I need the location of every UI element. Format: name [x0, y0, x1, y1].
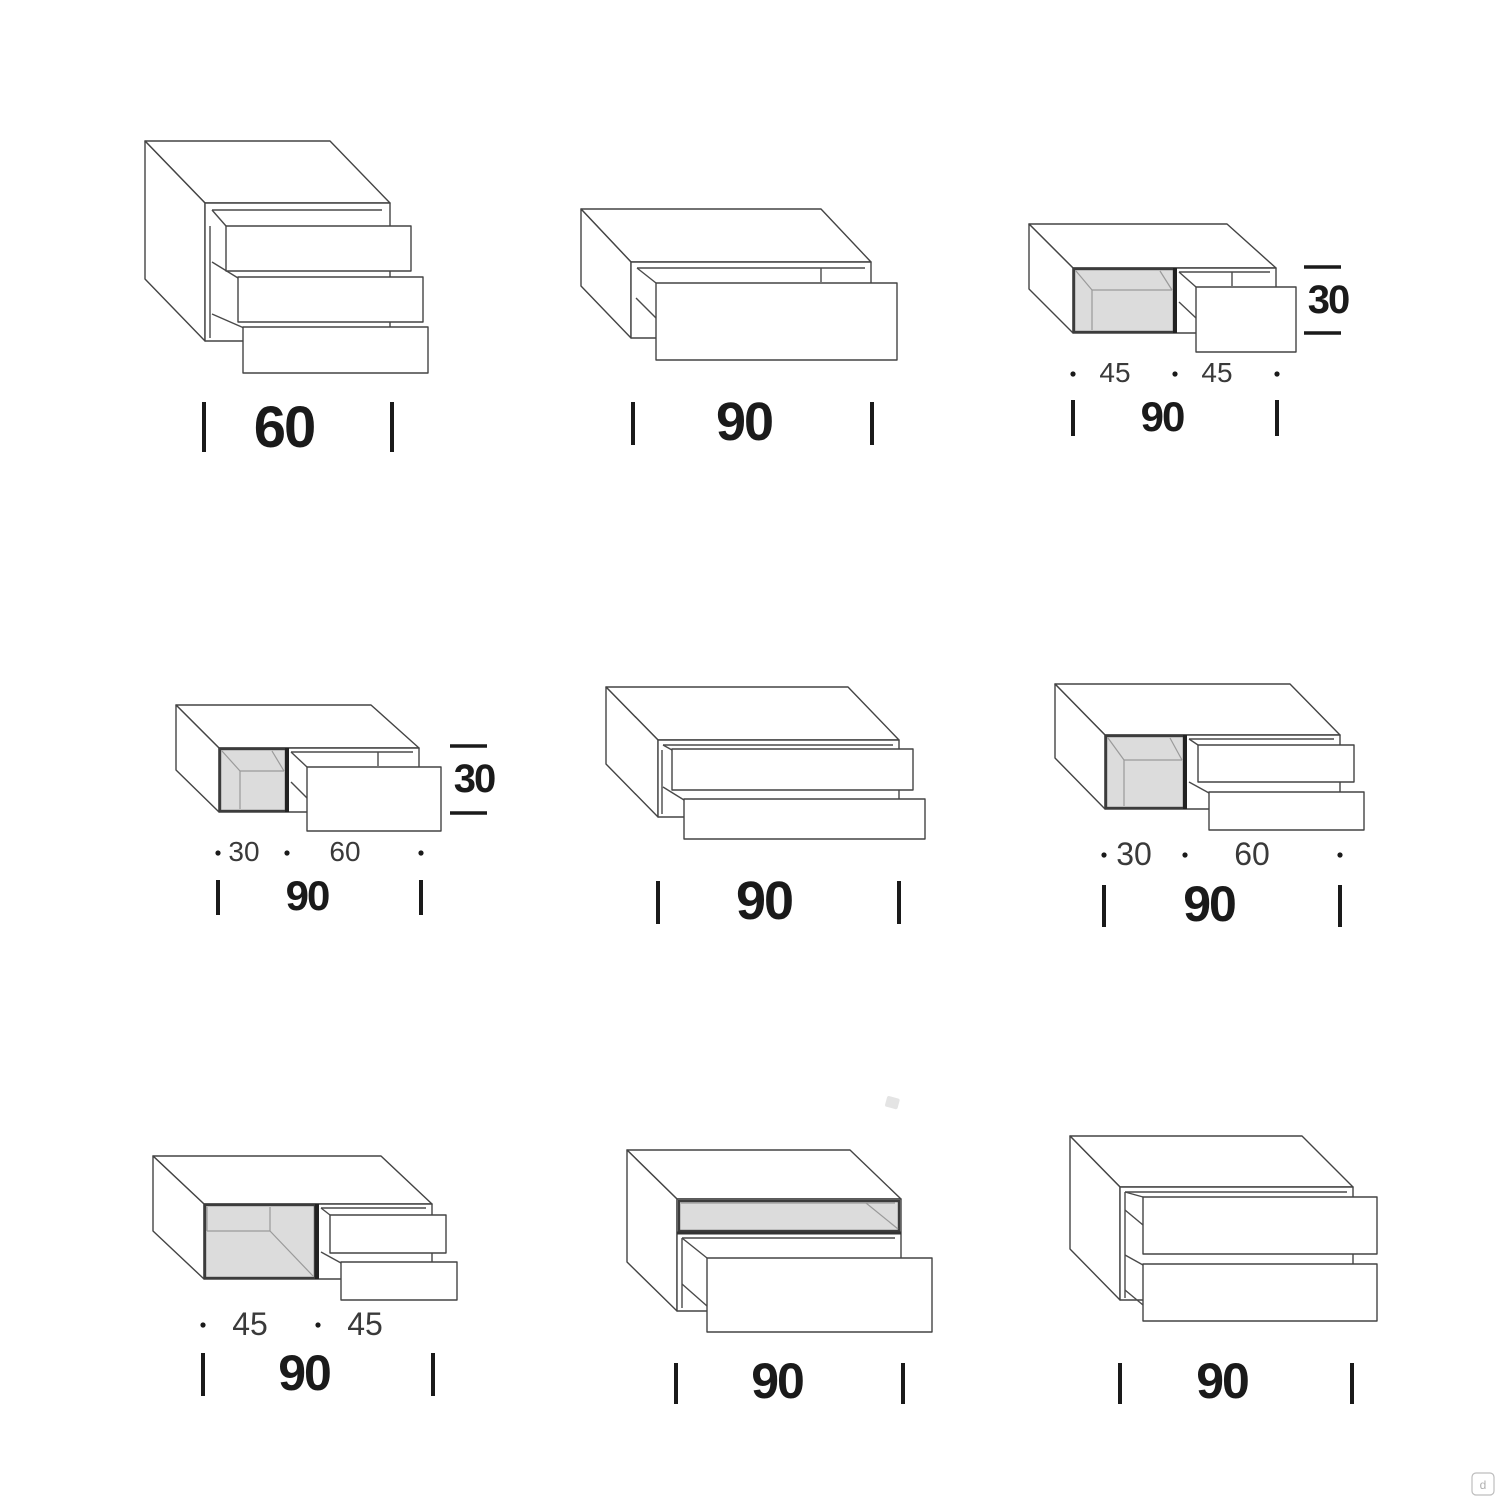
unit-8-drawing: [626, 1149, 933, 1333]
unit-9-dimensions: 90: [1118, 1353, 1354, 1409]
division-dot: [215, 850, 221, 856]
unit-2-drawing: [580, 208, 898, 361]
unit-7-part-label: 45: [347, 1306, 383, 1342]
unit-6-part-label: 30: [1116, 836, 1152, 872]
open-compartment: [218, 747, 288, 813]
unit-3-part-label: 45: [1099, 357, 1130, 388]
division-dot: [200, 1322, 206, 1328]
unit-5-dimensions: 90: [656, 871, 901, 931]
unit-7-part-label: 45: [232, 1306, 268, 1342]
unit-4-dimensions: 30 30 60 90: [215, 744, 497, 919]
unit-3-part-label: 45: [1201, 357, 1232, 388]
unit-1-drawing: [144, 140, 429, 374]
unit-4-height-label: 30: [454, 757, 495, 801]
division-dot: [418, 850, 424, 856]
division-dot: [1101, 852, 1107, 858]
unit-6-width-label: 90: [1183, 876, 1235, 932]
division-dot: [1070, 371, 1076, 377]
stray-mark: [885, 1096, 900, 1110]
unit-4-drawing: [175, 704, 442, 832]
unit-4-part-label: 30: [228, 836, 259, 867]
svg-text:d: d: [1480, 1478, 1487, 1492]
unit-4-part-label: 60: [329, 836, 360, 867]
open-compartment: [203, 1203, 317, 1280]
unit-8-width-label: 90: [751, 1353, 803, 1409]
logo-mark-icon: d: [1471, 1472, 1495, 1496]
unit-1-dimensions: 60: [202, 395, 394, 460]
unit-7-dimensions: 45 45 90: [200, 1306, 435, 1401]
unit-6-dimensions: 30 60 90: [1101, 836, 1343, 932]
open-compartment: [1072, 267, 1176, 334]
unit-9-drawing: [1069, 1135, 1378, 1322]
unit-3-dimensions: 30 45 45 90: [1070, 265, 1351, 440]
division-dot: [1182, 852, 1188, 858]
unit-6-part-label: 60: [1234, 836, 1270, 872]
division-dot: [284, 850, 290, 856]
unit-7-drawing: [152, 1155, 458, 1301]
unit-2-width-label: 90: [716, 392, 772, 452]
unit-3-height-label: 30: [1308, 278, 1349, 322]
unit-7-width-label: 90: [278, 1345, 330, 1401]
unit-6-drawing: [1054, 683, 1365, 831]
division-dot: [1274, 371, 1280, 377]
unit-2-dimensions: 90: [631, 392, 874, 452]
division-dot: [315, 1322, 321, 1328]
open-compartment: [1104, 734, 1186, 810]
unit-8-dimensions: 90: [674, 1353, 905, 1409]
unit-9-width-label: 90: [1196, 1353, 1248, 1409]
open-shelf: [677, 1199, 901, 1233]
unit-4-width-label: 90: [286, 872, 329, 919]
unit-5-width-label: 90: [736, 871, 792, 931]
unit-5-drawing: [605, 686, 926, 840]
unit-3-drawing: [1028, 223, 1297, 353]
unit-3-width-label: 90: [1141, 393, 1184, 440]
unit-1-width-label: 60: [254, 395, 315, 460]
division-dot: [1337, 852, 1343, 858]
division-dot: [1172, 371, 1178, 377]
